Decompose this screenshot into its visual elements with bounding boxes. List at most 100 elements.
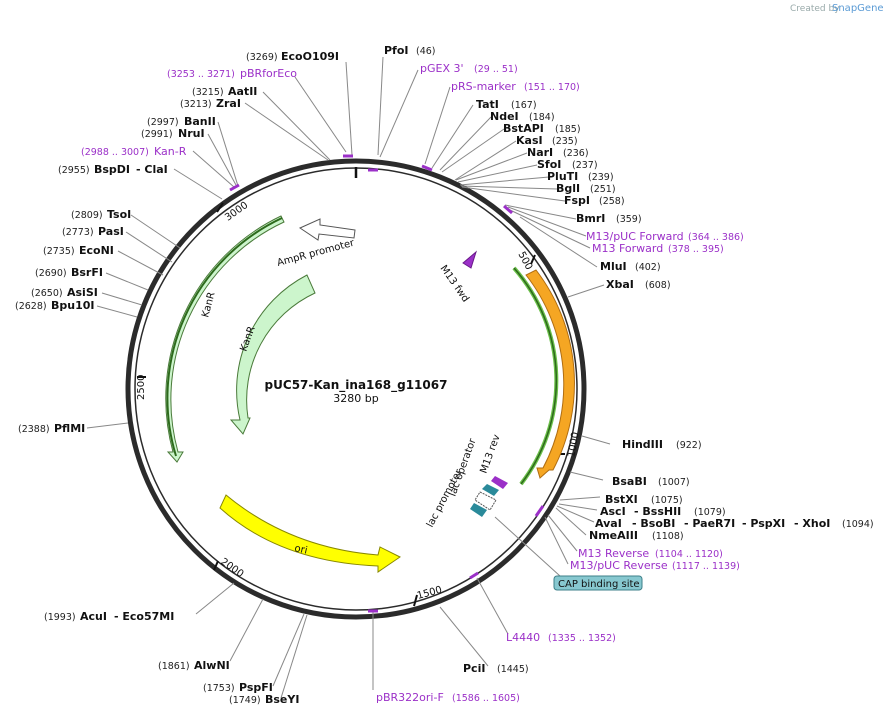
nmeaiii-pos: (1108) [652, 531, 684, 542]
m13puc-rev-label: M13/pUC Reverse [570, 559, 668, 572]
m13-rev-primer-label: M13 Reverse [578, 547, 649, 560]
sfoi-pos: (237) [572, 160, 598, 171]
tati-label: TatI [476, 98, 499, 111]
bsrfi-label: BsrFI [71, 266, 103, 279]
bsrfi-pos: (2690) [35, 268, 67, 279]
bmri-pos: (359) [616, 214, 642, 225]
nrui-pos: (2991) [141, 129, 173, 140]
pasi-label: PasI [98, 225, 124, 238]
nrui-label: NruI [178, 127, 205, 140]
kanr-primer-label: Kan-R [154, 145, 187, 158]
prsmarker-label: pRS-marker [451, 80, 516, 93]
bpu10i-label: Bpu10I [51, 299, 95, 312]
m13-fwd-primer-range: (378 .. 395) [668, 244, 724, 255]
tick-label-1000: 1000 [566, 431, 581, 458]
alwni-label: AlwNI [194, 659, 230, 672]
econi-pos: (2735) [43, 246, 75, 257]
pluti-label: PluTI [547, 170, 578, 183]
bseyi-pos: (1749) [229, 695, 261, 706]
banii-pos: (2997) [147, 117, 179, 128]
ampr-promoter-arrow [298, 218, 356, 241]
ecoo109i-pos: (3269) [246, 52, 278, 63]
pfoi-pos: (46) [416, 46, 436, 57]
eco57mi-label: - Eco57MI [114, 610, 174, 623]
kanr-outer-label: KanR [200, 291, 217, 319]
tsoi-pos: (2809) [71, 210, 103, 221]
pasi-pos: (2773) [62, 227, 94, 238]
lac-promoter-label: lac promoter [425, 467, 465, 529]
pbr322ori-range: (1586 .. 1605) [452, 693, 520, 704]
bseyi-label: BseYI [265, 693, 299, 706]
backbone-circle [125, 158, 587, 620]
bstxi-pos: (1075) [651, 495, 683, 506]
insert-orange-arrow [525, 269, 575, 479]
insert-green-line [513, 267, 558, 485]
bsobi-label: - BsoBI [632, 517, 675, 530]
banii-label: BanII [184, 115, 216, 128]
paer7i-label: - PaeR7I [684, 517, 735, 530]
ori-arrow [219, 494, 401, 573]
asisi-pos: (2650) [31, 288, 63, 299]
acui-pos: (1993) [44, 612, 76, 623]
fspi-pos: (258) [599, 196, 625, 207]
cap-site-marker [474, 491, 497, 511]
bmri-label: BmrI [576, 212, 605, 225]
fspi-label: FspI [564, 194, 590, 207]
kanr-inner-arrow [229, 274, 316, 435]
created-by-text: Created by [790, 4, 840, 14]
m13-rev-marker [491, 476, 508, 489]
ndei-pos: (184) [529, 112, 555, 123]
kanr-outer-arrow [165, 215, 285, 463]
avai-pos: (1094) [842, 519, 874, 530]
aatii-label: AatII [228, 85, 257, 98]
tick-mark-1500 [413, 594, 418, 607]
asci-pos: (1079) [694, 507, 726, 518]
pspfi-label: PspFI [239, 681, 273, 694]
sfoi-label: SfoI [537, 158, 561, 171]
zrai-pos: (3213) [180, 99, 212, 110]
ndei-label: NdeI [490, 110, 519, 123]
pgex3-range: (29 .. 51) [474, 64, 518, 75]
m13puc-fwd-range: (364 .. 386) [688, 232, 744, 243]
kanr-primer-range: (2988 .. 3007) [81, 147, 149, 158]
tati-pos: (167) [511, 100, 537, 111]
m13puc-fwd-label: M13/pUC Forward [586, 230, 684, 243]
lac-operator-marker [482, 484, 499, 496]
tick-label-2500: 2500 [136, 375, 147, 400]
pcii-pos: (1445) [497, 664, 529, 675]
xhoi-label: - XhoI [794, 517, 830, 530]
leader-lines [86, 56, 611, 699]
primer-markers [229, 154, 545, 613]
clai-label: - ClaI [136, 163, 168, 176]
pbr322ori-label: pBR322ori-F [376, 691, 444, 704]
cap-binding-site-label: CAP binding site [558, 579, 640, 590]
l4440-range: (1335 .. 1352) [548, 633, 616, 644]
plasmid-name: pUC57-Kan_ina168_g11067 [265, 378, 448, 393]
tick-label-500: 500 [516, 250, 535, 272]
pfoi-label: PfoI [384, 44, 409, 57]
ampr-promoter-label: AmpR promoter [276, 237, 356, 268]
kanr-outer-line [166, 217, 283, 457]
alwni-pos: (1861) [158, 661, 190, 672]
bspdi-pos: (2955) [58, 165, 90, 176]
ecoo109i-label: EcoO109I [281, 50, 339, 63]
hindiii-pos: (922) [676, 440, 702, 451]
kasi-label: KasI [516, 134, 543, 147]
pbrforeco-label: pBRforEco [240, 67, 297, 80]
prsmarker-range: (151 .. 170) [524, 82, 580, 93]
pflmi-pos: (2388) [18, 424, 50, 435]
pcii-label: PciI [463, 662, 485, 675]
pgex3-label: pGEX 3' [420, 62, 464, 75]
bgli-label: BglI [556, 182, 580, 195]
m13-rev-primer-range: (1104 .. 1120) [655, 549, 723, 560]
bstxi-label: BstXI [605, 493, 638, 506]
plasmid-length: 3280 bp [333, 392, 378, 405]
snapgene-logo: SnapGene [832, 3, 884, 14]
tick-mark-3000 [216, 202, 224, 213]
m13puc-rev-range: (1117 .. 1139) [672, 561, 740, 572]
m13-fwd-marker [462, 250, 477, 269]
asisi-label: AsiSI [67, 286, 98, 299]
asci-label: AscI [600, 505, 626, 518]
pflmi-label: PflMI [54, 422, 85, 435]
ori-label: ori [293, 543, 308, 556]
